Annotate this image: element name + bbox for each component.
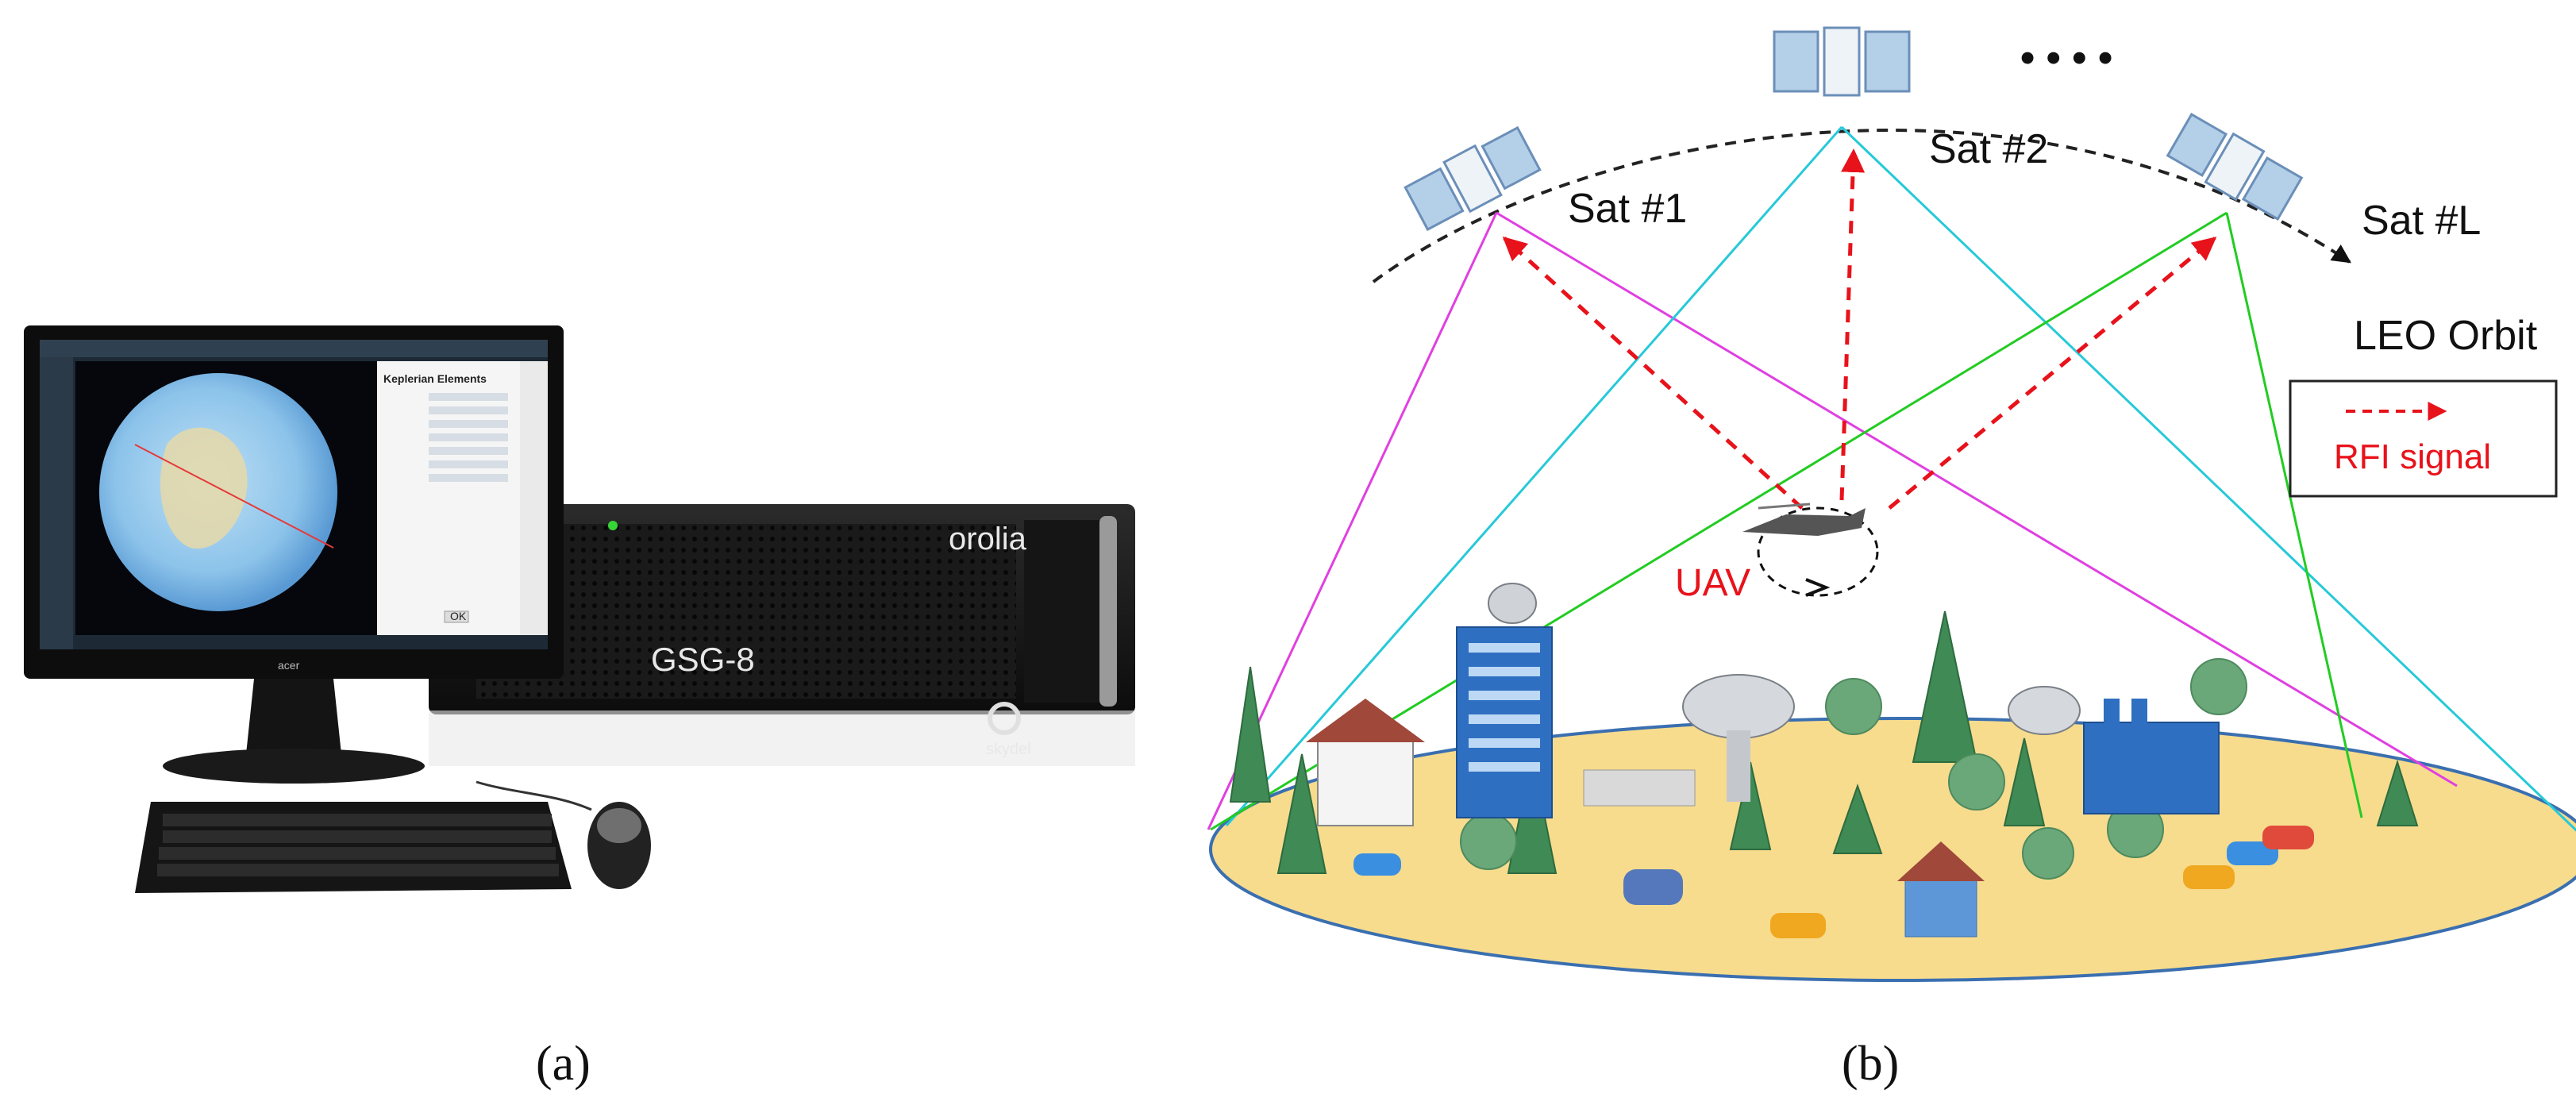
- sat-1-label: Sat #1: [1568, 186, 1687, 232]
- monitor: Keplerian Elements OK acer: [24, 325, 564, 784]
- screen-dialog-ok-button: OK: [450, 610, 467, 622]
- screen-dialog-title: Keplerian Elements: [383, 372, 487, 385]
- rfi-signals: [1502, 148, 2217, 510]
- skydel-logo-icon: [988, 702, 1021, 735]
- device-name: GSG-8: [651, 641, 755, 678]
- legend-rfi-label: RFI signal: [2334, 437, 2491, 476]
- keyboard: [135, 802, 572, 893]
- orbit-label: LEO Orbit: [2354, 313, 2538, 359]
- monitor-brand: acer: [278, 659, 300, 672]
- device-brand: orolia: [949, 522, 1027, 556]
- uav-label: UAV: [1675, 562, 1750, 604]
- satellite-l-icon: [2166, 112, 2304, 221]
- ground-area: [1209, 717, 2576, 982]
- device-sub-brand: skydel: [986, 741, 1031, 758]
- gsg8-simulator: orolia GSG-8 skydel: [429, 504, 1135, 766]
- sat-l-label: Sat #L: [2362, 198, 2481, 244]
- mouse: [476, 780, 651, 889]
- leo-orbit-arc: [1372, 129, 2351, 283]
- panel-b: Sat #1 Sat #2 Sat #L • • • • LEO Orbit R…: [1207, 26, 2576, 1091]
- panel-a-label: (a): [536, 1037, 591, 1091]
- satellite-2-icon: [1773, 26, 1911, 97]
- legend: RFI signal: [2289, 379, 2558, 498]
- satellite-ellipsis: • • • •: [2020, 35, 2112, 81]
- uav-icon: [1742, 503, 1879, 597]
- sat-2-label: Sat #2: [1929, 126, 2048, 172]
- panel-a: orolia GSG-8 skydel Keplerian Elements: [24, 325, 1135, 1091]
- panel-b-label: (b): [1842, 1037, 1899, 1091]
- satellite-1-icon: [1404, 125, 1542, 232]
- city-scene: [1229, 583, 2419, 938]
